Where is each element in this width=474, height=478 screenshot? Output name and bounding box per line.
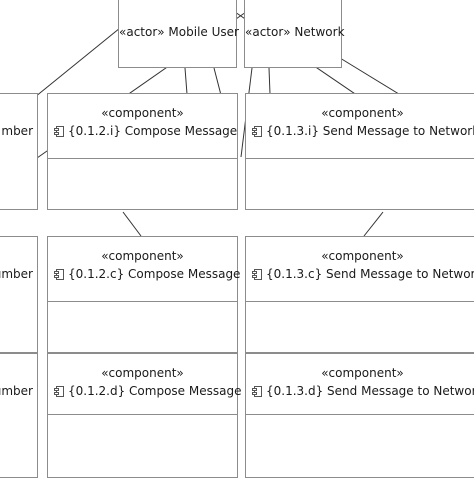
left-partial-label-1: mber — [1, 124, 33, 138]
component-compose-d[interactable]: «component» {0.1.2.d} Compose Message — [47, 353, 241, 478]
compartment-divider — [246, 301, 474, 302]
compartment-divider — [48, 414, 237, 415]
component-compose-c[interactable]: «component» {0.1.2.c} Compose Message — [47, 236, 241, 353]
compartment-divider — [48, 158, 237, 159]
component-title: {0.1.3.d} Send Message to Network — [266, 384, 474, 398]
component-send-d[interactable]: «component» {0.1.3.d} Send Message to Ne… — [245, 353, 474, 478]
stereotype-label: «component» — [321, 249, 404, 263]
component-send-i[interactable]: «component» {0.1.3.i} Send Message to Ne… — [245, 93, 474, 210]
component-title-row: {0.1.3.d} Send Message to Network — [252, 384, 474, 398]
component-send-c[interactable]: «component» {0.1.3.c} Send Message to Ne… — [245, 236, 474, 353]
component-title: {0.1.2.c} Compose Message — [68, 267, 241, 281]
left-partial-component-2[interactable]: umber — [0, 236, 38, 353]
left-partial-label-3: umber — [0, 384, 33, 398]
component-icon — [252, 385, 263, 397]
stereotype-label: «component» — [321, 106, 404, 120]
component-title-row: {0.1.2.d} Compose Message — [54, 384, 241, 398]
component-title: {0.1.3.c} Send Message to Network — [266, 267, 474, 281]
component-title-row: {0.1.3.c} Send Message to Network — [252, 267, 474, 281]
left-partial-component-1[interactable]: mber — [0, 93, 38, 210]
component-icon — [54, 268, 65, 280]
stereotype-label: «component» — [101, 366, 184, 380]
actor-network-label: «actor» Network — [245, 25, 345, 39]
stereotype-label: «component» — [101, 249, 184, 263]
stereotype-label: «component» — [321, 366, 404, 380]
component-title-row: {0.1.2.c} Compose Message — [54, 267, 241, 281]
component-icon — [252, 268, 263, 280]
stereotype-label: «component» — [101, 106, 184, 120]
compartment-divider — [246, 158, 474, 159]
component-icon — [54, 125, 65, 137]
component-title: {0.1.2.i} Compose Message — [68, 124, 238, 138]
actor-mobile-user-box[interactable]: «actor» Mobile User — [118, 0, 239, 68]
component-title-row: {0.1.2.i} Compose Message — [54, 124, 237, 138]
component-title: {0.1.2.d} Compose Message — [68, 384, 242, 398]
left-partial-label-2: umber — [0, 267, 33, 281]
component-compose-i[interactable]: «component» {0.1.2.i} Compose Message — [47, 93, 238, 210]
component-icon — [54, 385, 65, 397]
connector-compose-i-to-compose-c — [122, 211, 142, 237]
compartment-divider — [48, 301, 237, 302]
actor-mobile-user-label: «actor» Mobile User — [119, 25, 239, 39]
component-icon — [252, 125, 263, 137]
connector-mobile-user-to-compose-a — [184, 67, 188, 95]
connector-send-i-to-send-c — [363, 211, 384, 237]
connector-network-to-send-a — [268, 67, 271, 95]
connector-mobile-user-to-left-number — [34, 27, 121, 98]
left-partial-component-3[interactable]: umber — [0, 353, 38, 478]
component-title: {0.1.3.i} Send Message to Network — [266, 124, 474, 138]
compartment-divider — [246, 414, 474, 415]
actor-network-box[interactable]: «actor» Network — [244, 0, 345, 68]
component-title-row: {0.1.3.i} Send Message to Network — [252, 124, 474, 138]
